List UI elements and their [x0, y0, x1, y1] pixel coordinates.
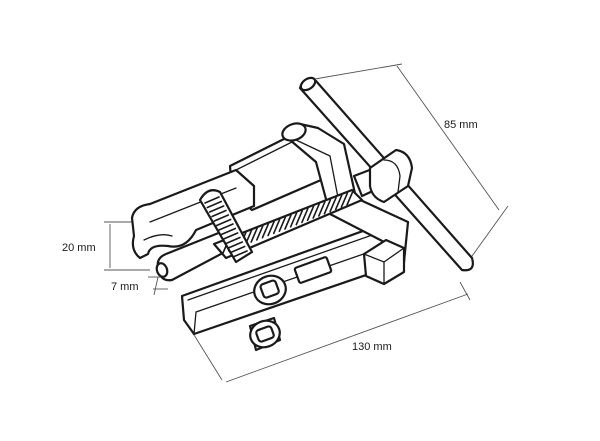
dimension-height-label: 85 mm [444, 119, 478, 131]
t-handle-hub [368, 148, 414, 204]
upper-jaw [130, 168, 256, 260]
dimension-jaw-tip-label: 7 mm [111, 281, 139, 293]
dimension-length-label: 130 mm [352, 341, 392, 353]
socket-screw-upper [253, 274, 287, 306]
dimension-labels: 85 mm 20 mm 7 mm 130 mm [62, 119, 478, 353]
socket-screw-lower [248, 316, 282, 352]
dimension-jaw-opening-label: 20 mm [62, 242, 96, 254]
